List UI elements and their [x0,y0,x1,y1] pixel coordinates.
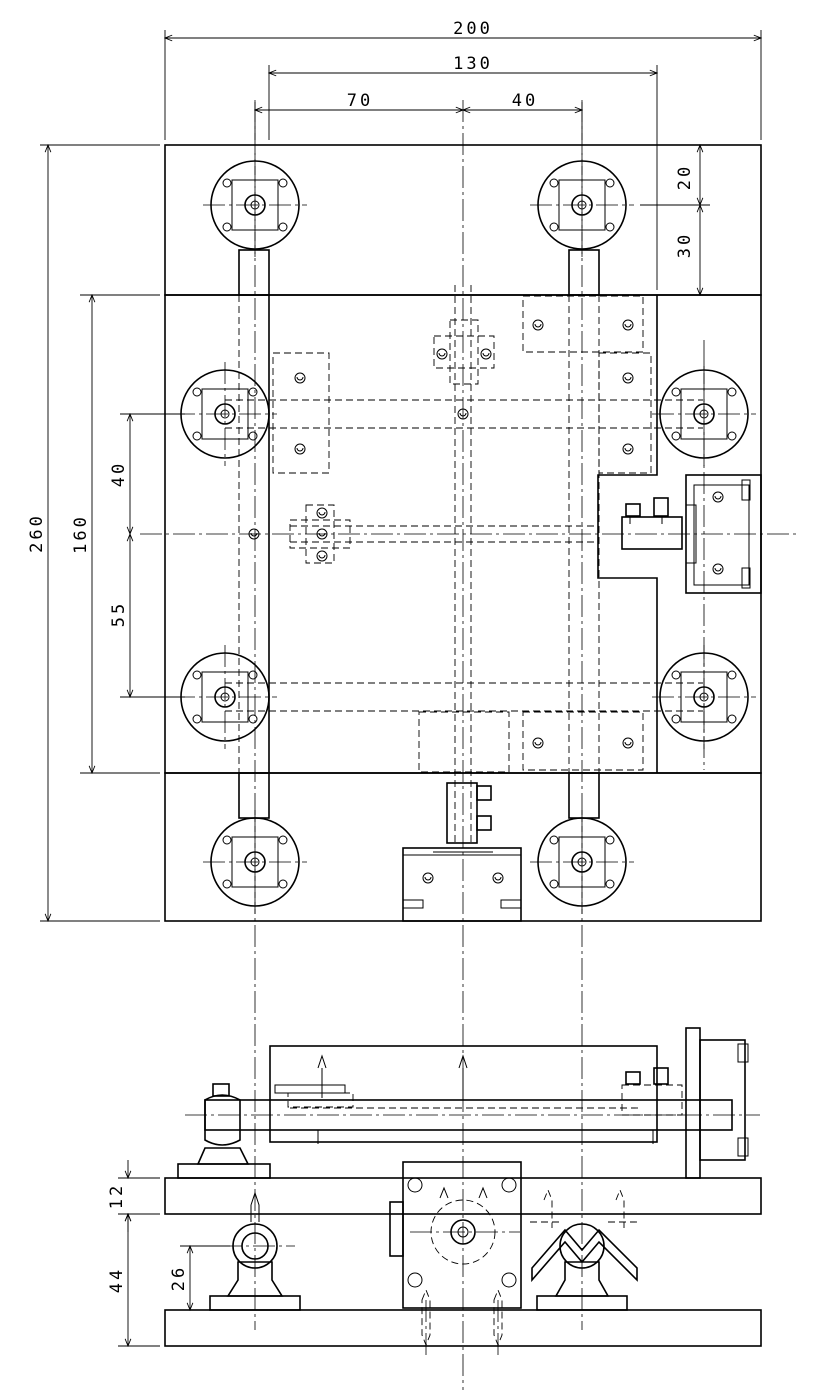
dim-lower-55: 55 [109,601,129,627]
dim-side-44: 44 [107,1267,127,1293]
dim-overall-height: 260 [27,513,47,553]
side-upper-plate [164,1177,762,1215]
top-view [140,100,800,1390]
dim-right-offset: 40 [512,91,538,111]
dim-side-12: 12 [107,1183,127,1209]
dim-top-20: 20 [675,164,695,190]
mount-flange [651,644,757,750]
mount-flange [172,644,278,750]
side-base-plate [164,1309,762,1347]
bottom-clamp [402,782,522,922]
dim-top-30: 30 [675,232,695,258]
mount-flange [172,361,278,467]
dim-left-offset: 70 [347,91,373,111]
dim-upper-40: 40 [109,461,129,487]
side-view [164,1027,762,1355]
dim-overall-width: 200 [453,19,493,39]
dim-plate-height: 160 [71,514,91,554]
dim-pitch-width: 130 [453,54,493,74]
side-clamp [621,474,762,594]
dim-side-26: 26 [169,1265,189,1291]
dimensions: 200 130 70 40 20 30 260 160 40 55 [27,19,761,1346]
